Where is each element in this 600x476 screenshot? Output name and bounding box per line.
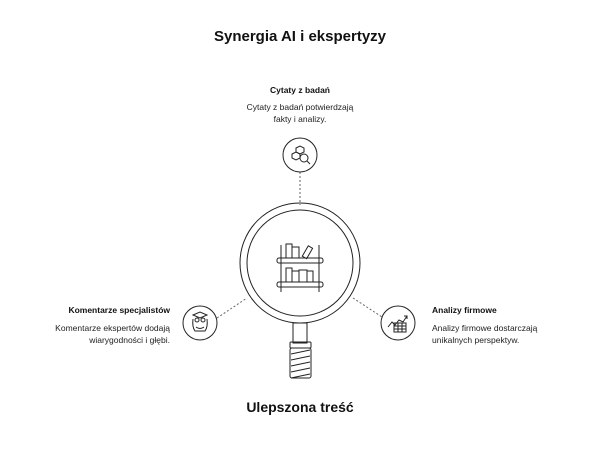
node-left-label: Komentarze specjalistów [68, 305, 170, 315]
desc-line: unikalnych perspektyw. [432, 335, 520, 345]
owl-graduate-icon [182, 305, 218, 341]
connector-left [216, 297, 248, 319]
node-right-description: Analizy firmowe dostarczają unikalnych pe… [432, 322, 537, 346]
chart-table-icon [380, 305, 416, 341]
desc-line: Komentarze ekspertów dodają [55, 323, 170, 333]
node-top-label: Cytaty z badań [270, 85, 330, 95]
bookshelf-icon [276, 243, 324, 292]
magnifier-icon [239, 202, 361, 379]
diagram-title: Synergia AI i ekspertyzy [213, 28, 387, 45]
node-right-label: Analizy firmowe [432, 305, 497, 315]
center-label: Ulepszona treść [246, 399, 354, 415]
node-top-description: Cytaty z badań potwierdzają fakty i anali… [200, 101, 400, 125]
desc-line: wiarygodności i głębi. [89, 335, 170, 345]
desc-line: fakty i analizy. [273, 114, 327, 124]
molecule-search-icon [282, 137, 318, 173]
connectors [216, 172, 383, 319]
desc-line: Analizy firmowe dostarczają [432, 323, 538, 333]
node-left-description: Komentarze ekspertów dodają wiarygodności… [20, 322, 170, 346]
connector-right [352, 297, 383, 318]
desc-line: Cytaty z badań potwierdzają [246, 102, 354, 112]
